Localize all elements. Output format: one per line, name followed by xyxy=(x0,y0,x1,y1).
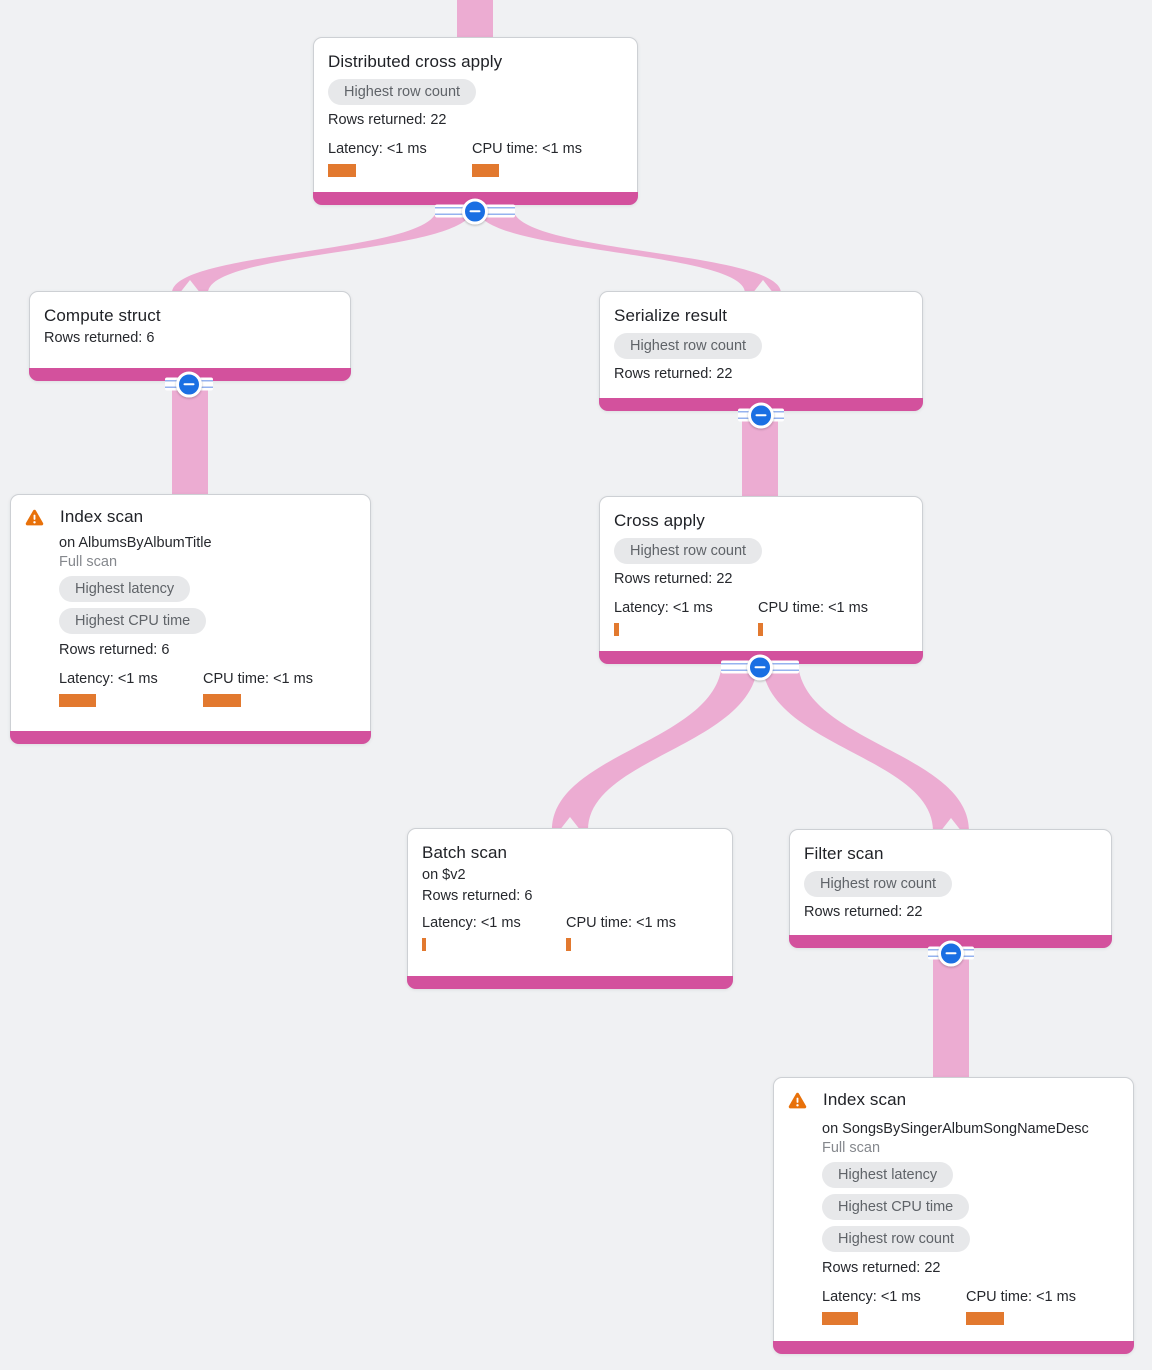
minus-icon xyxy=(938,940,964,966)
latency-label: Latency: <1 ms xyxy=(59,671,158,687)
latency-label: Latency: <1 ms xyxy=(614,600,713,616)
latency-bar xyxy=(422,938,426,951)
plan-node-distributed-cross-apply[interactable]: Distributed cross apply Highest row coun… xyxy=(313,37,638,205)
scan-target-label: on SongsBySingerAlbumSongNameDesc xyxy=(822,1121,1089,1137)
latency-label: Latency: <1 ms xyxy=(328,141,427,157)
plan-node-index-scan-songs[interactable]: Index scan on SongsBySingerAlbumSongName… xyxy=(773,1077,1134,1354)
ribbon-arrow-notches xyxy=(179,280,962,832)
rows-returned-label: Rows returned: 6 xyxy=(422,888,533,904)
scan-target-label: on $v2 xyxy=(422,867,466,883)
flow-ribbon-distributed-to-serialize-result xyxy=(477,208,781,293)
badge-highest-latency: Highest latency xyxy=(59,576,191,602)
flow-ribbon-distributed-to-compute-struct xyxy=(172,208,473,293)
collapse-button-compute-struct[interactable] xyxy=(165,371,213,397)
latency-label: Latency: <1 ms xyxy=(422,915,521,931)
rows-returned-label: Rows returned: 6 xyxy=(44,330,155,346)
node-title: Index scan xyxy=(823,1090,907,1109)
plan-node-cross-apply[interactable]: Cross apply Highest row count Rows retur… xyxy=(599,496,923,664)
plan-node-compute-struct[interactable]: Compute struct Rows returned: 6 xyxy=(29,291,351,381)
plan-node-filter-scan[interactable]: Filter scan Highest row count Rows retur… xyxy=(789,829,1112,948)
cpu-time-bar xyxy=(472,164,499,177)
badge-highest-row-count: Highest row count xyxy=(822,1226,971,1252)
scan-type-label: Full scan xyxy=(59,554,118,570)
minus-icon xyxy=(747,654,773,680)
rows-returned-label: Rows returned: 22 xyxy=(328,112,447,128)
badge-highest-cpu-time: Highest CPU time xyxy=(59,608,207,634)
flow-ribbon-cross-apply-to-filter-scan xyxy=(762,660,969,831)
scan-type-label: Full scan xyxy=(822,1140,881,1156)
minus-icon xyxy=(462,198,488,224)
latency-bar xyxy=(59,694,96,707)
collapse-button-cross-apply[interactable] xyxy=(721,654,799,680)
rows-returned-label: Rows returned: 22 xyxy=(614,366,733,382)
badge-highest-row-count: Highest row count xyxy=(614,333,763,359)
node-title: Index scan xyxy=(60,507,144,526)
flow-ribbon-cross-apply-to-batch-scan xyxy=(552,660,758,830)
collapse-button-filter-scan[interactable] xyxy=(928,940,974,966)
node-title: Cross apply xyxy=(614,511,705,530)
cpu-time-label: CPU time: <1 ms xyxy=(758,600,868,616)
node-accent-bar xyxy=(407,976,733,989)
badge-highest-row-count: Highest row count xyxy=(804,871,953,897)
badge-highest-row-count: Highest row count xyxy=(614,538,763,564)
badge-highest-row-count: Highest row count xyxy=(328,79,477,105)
cpu-time-label: CPU time: <1 ms xyxy=(203,671,313,687)
flow-ribbon-serialize-result-to-cross-apply xyxy=(742,405,778,499)
collapse-button-distributed-cross-apply[interactable] xyxy=(435,198,515,224)
node-title: Batch scan xyxy=(422,843,508,862)
node-title: Filter scan xyxy=(804,844,884,863)
node-title: Serialize result xyxy=(614,306,728,325)
rows-returned-label: Rows returned: 6 xyxy=(59,642,170,658)
warning-triangle-icon xyxy=(788,1092,807,1114)
cpu-time-bar xyxy=(203,694,241,707)
latency-bar xyxy=(328,164,356,177)
latency-bar xyxy=(822,1312,858,1325)
collapse-button-serialize-result[interactable] xyxy=(738,402,784,428)
plan-node-index-scan-albums[interactable]: Index scan on AlbumsByAlbumTitle Full sc… xyxy=(10,494,371,744)
flow-ribbon-filter-scan-to-index-scan xyxy=(933,944,969,1079)
cpu-time-label: CPU time: <1 ms xyxy=(472,141,582,157)
badge-highest-latency: Highest latency xyxy=(822,1162,954,1188)
cpu-time-bar xyxy=(758,623,763,636)
cpu-time-label: CPU time: <1 ms xyxy=(566,915,676,931)
cpu-time-bar xyxy=(966,1312,1004,1325)
cpu-time-bar xyxy=(566,938,571,951)
minus-icon xyxy=(748,402,774,428)
node-title: Compute struct xyxy=(44,306,161,325)
plan-node-serialize-result[interactable]: Serialize result Highest row count Rows … xyxy=(599,291,923,411)
rows-returned-label: Rows returned: 22 xyxy=(614,571,733,587)
warning-triangle-icon xyxy=(25,509,44,531)
rows-returned-label: Rows returned: 22 xyxy=(822,1260,941,1276)
node-title: Distributed cross apply xyxy=(328,52,503,71)
cpu-time-label: CPU time: <1 ms xyxy=(966,1289,1076,1305)
rows-returned-label: Rows returned: 22 xyxy=(804,904,923,920)
node-accent-bar xyxy=(10,731,371,744)
flow-ribbon-compute-struct-to-index-scan xyxy=(172,374,208,497)
latency-label: Latency: <1 ms xyxy=(822,1289,921,1305)
badge-highest-cpu-time: Highest CPU time xyxy=(822,1194,970,1220)
latency-bar xyxy=(614,623,619,636)
flow-ribbon-top-to-distributed-cross-apply xyxy=(457,0,493,45)
plan-node-batch-scan[interactable]: Batch scan on $v2 Rows returned: 6 Laten… xyxy=(407,828,733,989)
scan-target-label: on AlbumsByAlbumTitle xyxy=(59,535,212,551)
minus-icon xyxy=(176,371,202,397)
node-accent-bar xyxy=(773,1341,1134,1354)
